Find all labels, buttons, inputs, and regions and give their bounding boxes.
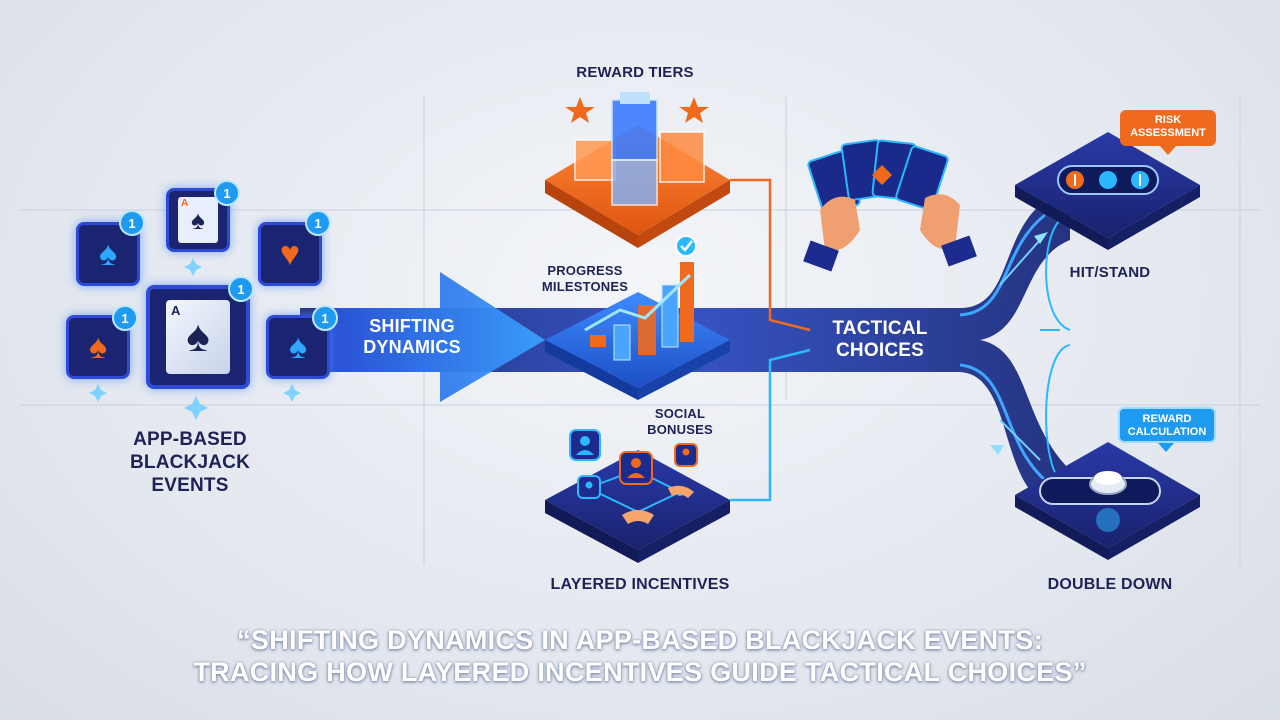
reward-calculation-callout: REWARD CALCULATION	[1118, 407, 1216, 443]
card-ace-center: A ♠	[146, 285, 250, 389]
double-down-platform	[1015, 442, 1200, 560]
card-rank: A	[171, 303, 181, 318]
handshake-icon	[622, 485, 694, 524]
diagram-title: “SHIFTING DYNAMICS IN APP-BASED BLACKJAC…	[0, 624, 1280, 688]
notification-badge: 1	[312, 305, 338, 331]
social-bonuses-platform	[545, 450, 730, 563]
shifting-dynamics-label: SHIFTING DYNAMICS	[363, 316, 461, 357]
spade-icon: ♠	[288, 328, 308, 366]
reward-tiers-platform	[545, 92, 730, 248]
spade-icon: ♠	[98, 235, 118, 273]
tactical-choices-label: TACTICAL CHOICES	[832, 318, 928, 361]
notification-badge: 1	[119, 210, 145, 236]
card-rank: A	[181, 198, 189, 209]
risk-assessment-callout: RISK ASSESSMENT	[1120, 110, 1216, 146]
checkmark-icon	[675, 235, 697, 257]
hands-holding-cards-icon	[803, 139, 977, 272]
card-ace-top: A ♠	[166, 188, 230, 252]
toggle-switch-icon	[1057, 165, 1159, 195]
notification-badge: 1	[228, 276, 254, 302]
reward-callout-pointer	[1158, 443, 1174, 452]
layered-incentives-label: LAYERED INCENTIVES	[550, 576, 730, 593]
risk-callout-pointer	[1160, 146, 1176, 155]
notification-badge: 1	[112, 305, 138, 331]
double-down-label: DOUBLE DOWN	[1047, 576, 1173, 593]
reward-tiers-label: REWARD TIERS	[576, 64, 694, 81]
progress-milestones-label: PROGRESS MILESTONES	[541, 263, 629, 294]
title-line-2: TRACING HOW LAYERED INCENTIVES GUIDE TAC…	[193, 657, 1087, 687]
sparkle-decoration	[89, 258, 301, 420]
spade-icon: ♠	[88, 328, 108, 366]
app-events-label: APP-BASED BLACKJACK EVENTS	[129, 429, 251, 496]
notification-badge: 1	[305, 210, 331, 236]
heart-icon: ♥	[279, 235, 301, 273]
social-bonuses-label: SOCIAL BONUSES	[647, 406, 713, 437]
notification-badge: 1	[214, 180, 240, 206]
title-line-1: “SHIFTING DYNAMICS IN APP-BASED BLACKJAC…	[237, 625, 1043, 655]
star-icon	[565, 97, 709, 123]
spade-icon: ♠	[191, 204, 205, 235]
shifting-dynamics-arrow	[330, 272, 545, 402]
spade-icon: ♠	[186, 312, 210, 361]
progress-milestones-platform	[545, 262, 730, 400]
card-heart: ♥	[258, 222, 322, 286]
user-icon	[569, 429, 698, 499]
hit-stand-label: HIT/STAND	[1069, 264, 1151, 281]
